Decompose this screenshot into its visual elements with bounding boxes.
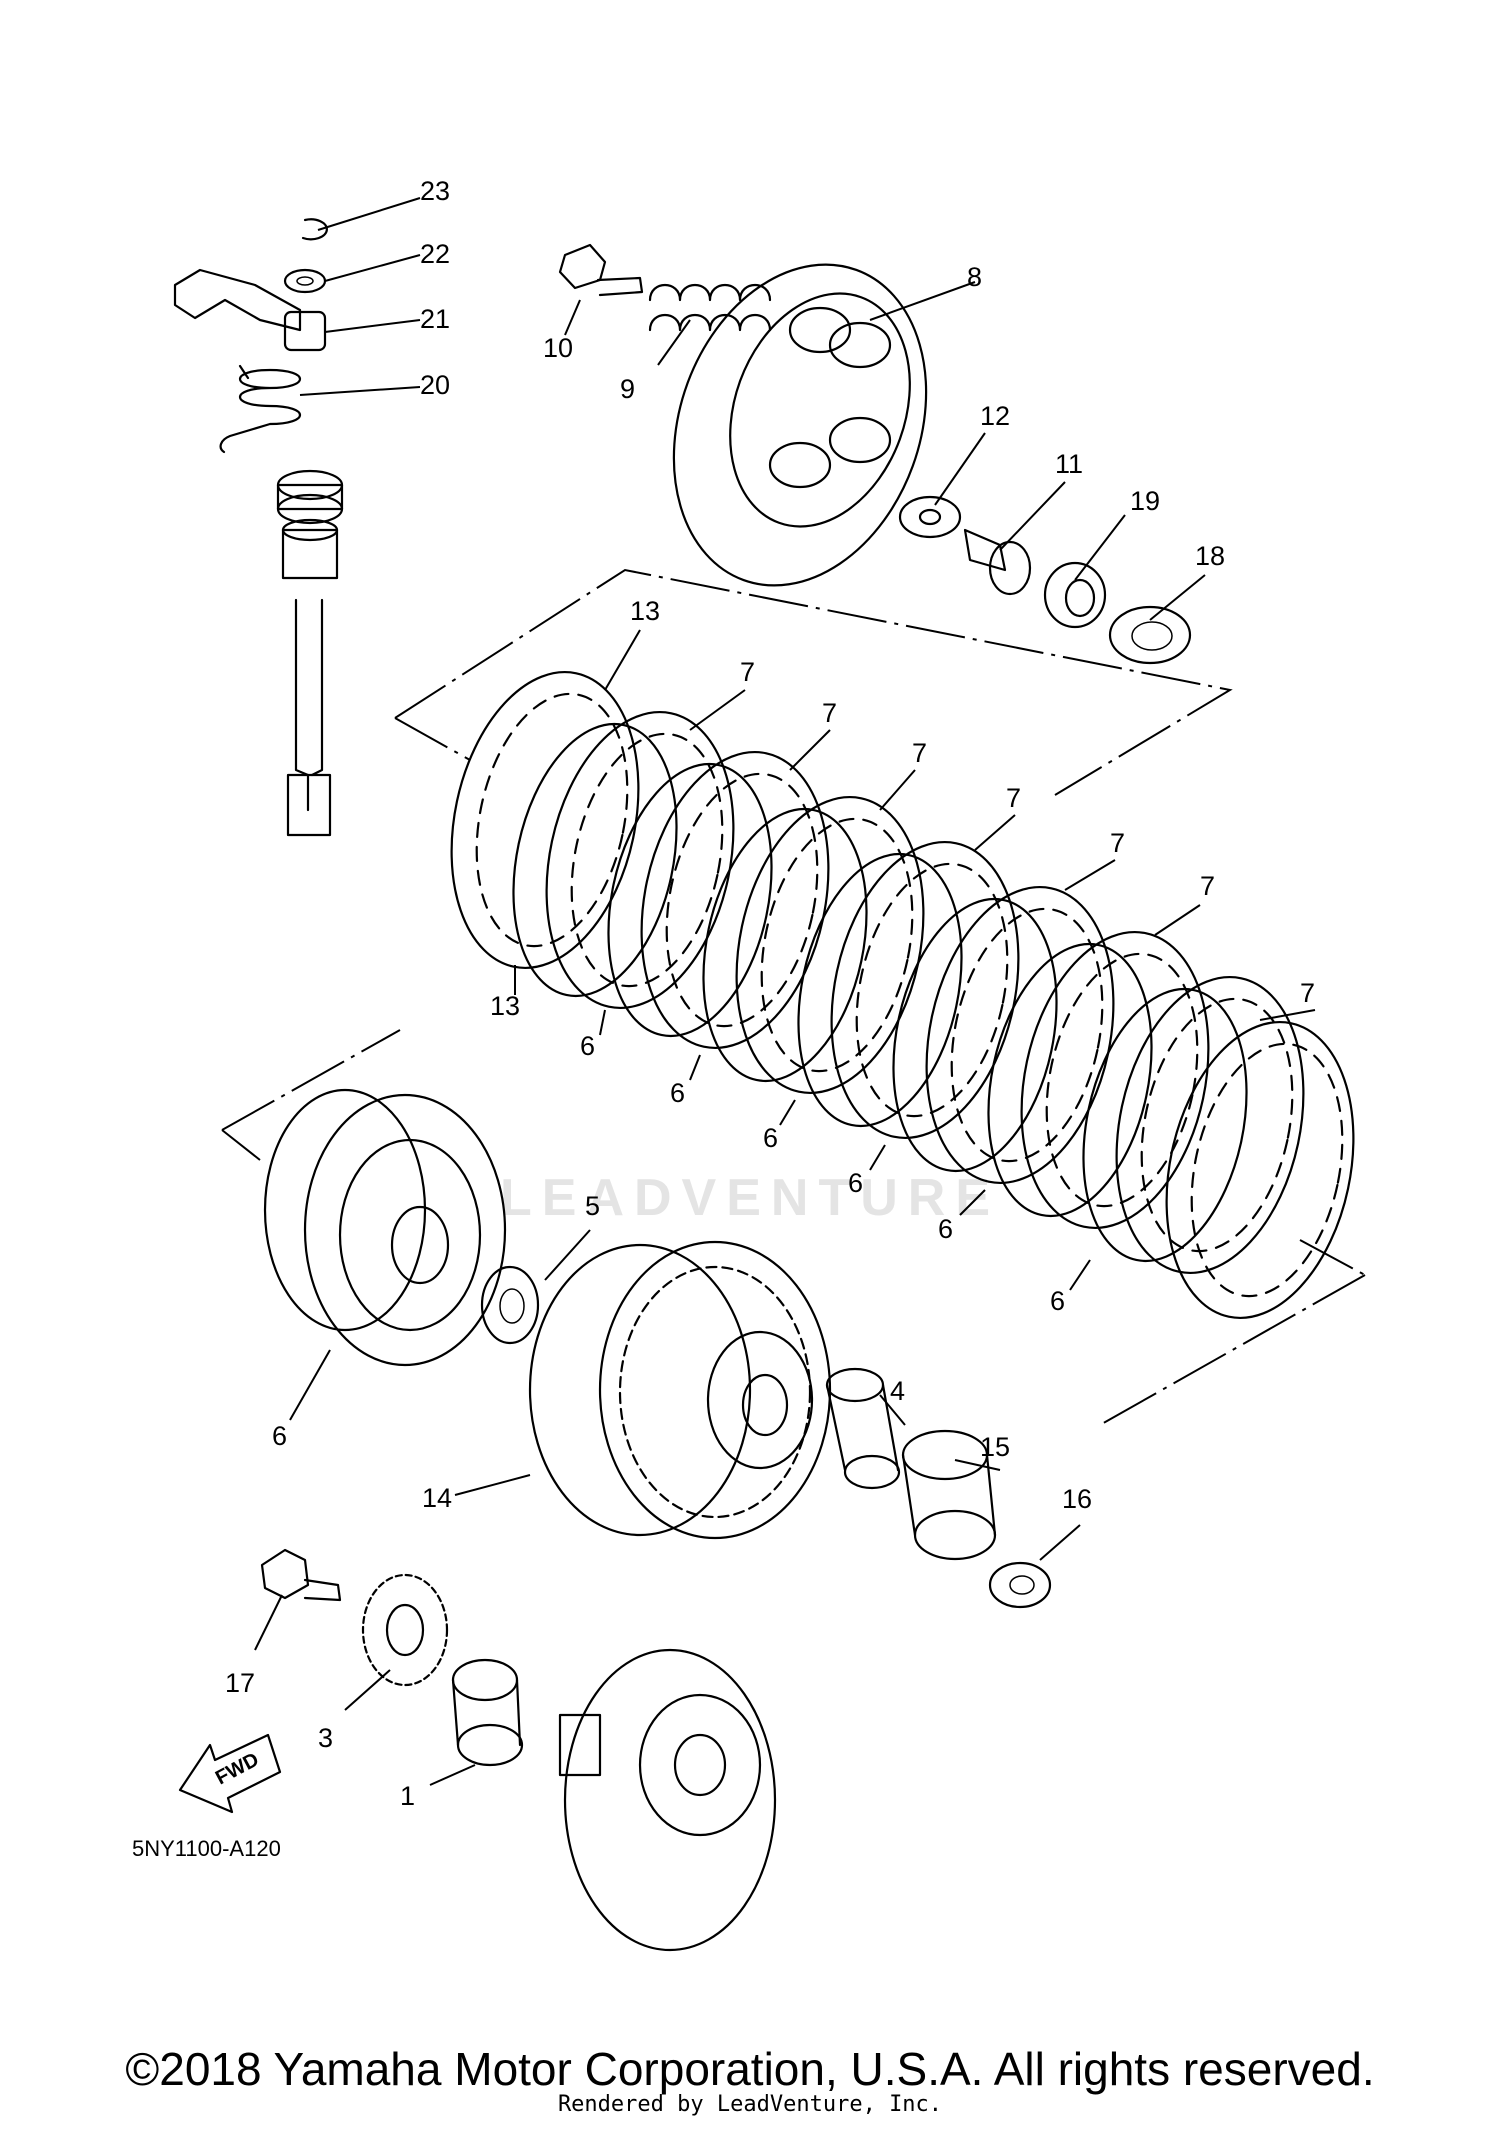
callout-20[interactable]: 20 <box>420 370 450 400</box>
callout-11[interactable]: 11 <box>1055 449 1083 479</box>
rendered-by-credit: Rendered by LeadVenture, Inc. <box>557 2092 943 2117</box>
starter-clutch-body[interactable] <box>558 1648 777 1952</box>
clutch-plate-stack <box>426 655 1379 1336</box>
part-21-push-lever[interactable] <box>173 268 327 352</box>
part-12-bearing[interactable] <box>898 495 962 539</box>
clutch-assembly-frame <box>221 1029 1366 1426</box>
callout-labels: 23 22 21 20 10 9 8 12 11 19 18 13 7 7 7 … <box>225 176 1315 1811</box>
callout-14[interactable]: 5 <box>585 1191 600 1221</box>
part-6-steel-plate-1[interactable] <box>490 709 700 1011</box>
part-7-friction-plate-2[interactable] <box>616 735 854 1066</box>
callout-18[interactable]: 18 <box>1195 541 1225 571</box>
part-6-steel-plate-5[interactable] <box>870 884 1080 1186</box>
callout-6-a[interactable]: 13 <box>490 991 520 1021</box>
part-18-lock-washer[interactable] <box>1108 605 1192 665</box>
part-23-circlip[interactable] <box>301 218 328 241</box>
callout-7-c[interactable]: 7 <box>912 738 927 768</box>
part-16-needle-bearing[interactable] <box>901 1429 997 1561</box>
callout-16[interactable]: 15 <box>980 1432 1010 1462</box>
callout-15[interactable]: 4 <box>890 1376 905 1406</box>
part-10-bolt[interactable] <box>558 243 644 297</box>
callout-21[interactable]: 21 <box>420 304 450 334</box>
part-7-friction-plate-1[interactable] <box>521 695 759 1026</box>
callout-4[interactable]: 14 <box>422 1483 452 1513</box>
callout-1[interactable]: 3 <box>318 1723 333 1753</box>
part-22-washer[interactable] <box>283 268 327 294</box>
part-5-clutch-boss[interactable] <box>263 1088 507 1367</box>
part-7-friction-plate-5[interactable] <box>901 870 1139 1201</box>
part-3-bolt[interactable] <box>260 1548 342 1602</box>
part-7-friction-plate-4[interactable] <box>806 825 1044 1156</box>
push-shaft-assembly[interactable] <box>276 469 344 837</box>
leader-lines <box>254 197 1316 1786</box>
callout-13-rear[interactable]: 7 <box>1300 978 1315 1008</box>
part-20-spring[interactable] <box>219 364 302 454</box>
drawing-code: 5NY1100-A120 <box>132 1836 281 1861</box>
callout-19[interactable]: 19 <box>1130 486 1160 516</box>
part-1-primary-drive-gear[interactable] <box>361 1573 449 1687</box>
callout-6-e[interactable]: 6 <box>848 1168 863 1198</box>
part-7-friction-plate-7[interactable] <box>1091 960 1329 1291</box>
part-15-collar[interactable] <box>825 1367 901 1490</box>
fwd-direction-arrow: FWD <box>178 1733 282 1814</box>
callout-22[interactable]: 22 <box>420 239 450 269</box>
watermark-text: LEADVENTURE <box>500 1169 1000 1227</box>
part-14-washer[interactable] <box>480 1265 540 1345</box>
callout-7-e[interactable]: 7 <box>1110 828 1125 858</box>
part-19-nut[interactable] <box>1043 561 1107 629</box>
callout-3[interactable]: 17 <box>225 1668 255 1698</box>
callout-8[interactable]: 8 <box>967 262 982 292</box>
part-6-steel-plate-7[interactable] <box>1060 974 1270 1276</box>
part-6-steel-plate-3[interactable] <box>680 794 890 1096</box>
callout-12[interactable]: 12 <box>980 401 1010 431</box>
callout-7-d[interactable]: 7 <box>1006 783 1021 813</box>
part-13-friction-plate-front[interactable] <box>426 655 664 986</box>
part-6-steel-plate-6[interactable] <box>965 929 1175 1231</box>
part-13-friction-plate-rear[interactable] <box>1141 1005 1379 1336</box>
callout-6-d[interactable]: 6 <box>763 1123 778 1153</box>
callout-13-front[interactable]: 13 <box>630 596 660 626</box>
part-2-collar[interactable] <box>451 1658 524 1767</box>
callout-6-f[interactable]: 6 <box>938 1214 953 1244</box>
part-9-clutch-spring[interactable] <box>648 284 772 332</box>
plate-stack-frame <box>394 568 1233 796</box>
part-8-pressure-plate[interactable] <box>631 229 969 621</box>
callout-7-b[interactable]: 7 <box>822 698 837 728</box>
part-7-friction-plate-3[interactable] <box>711 780 949 1111</box>
part-6-steel-plate-4[interactable] <box>775 839 985 1141</box>
callout-6-b[interactable]: 6 <box>580 1031 595 1061</box>
callout-5[interactable]: 6 <box>272 1421 287 1451</box>
part-4-clutch-housing[interactable] <box>528 1240 832 1540</box>
callout-6-c[interactable]: 6 <box>670 1078 685 1108</box>
part-11-push-rod[interactable] <box>963 528 1032 596</box>
callout-2[interactable]: 1 <box>400 1781 415 1811</box>
part-17-thrust-washer[interactable] <box>988 1561 1052 1609</box>
callout-7-f[interactable]: 7 <box>1200 871 1215 901</box>
copyright-notice: ©2018 Yamaha Motor Corporation, U.S.A. A… <box>125 2043 1375 2095</box>
callout-9[interactable]: 9 <box>620 374 635 404</box>
callout-23[interactable]: 23 <box>420 176 450 206</box>
callout-7-a[interactable]: 7 <box>740 657 755 687</box>
callout-6-g[interactable]: 6 <box>1050 1286 1065 1316</box>
part-6-steel-plate-2[interactable] <box>585 749 795 1051</box>
callout-10[interactable]: 10 <box>543 333 573 363</box>
callout-17[interactable]: 16 <box>1062 1484 1092 1514</box>
